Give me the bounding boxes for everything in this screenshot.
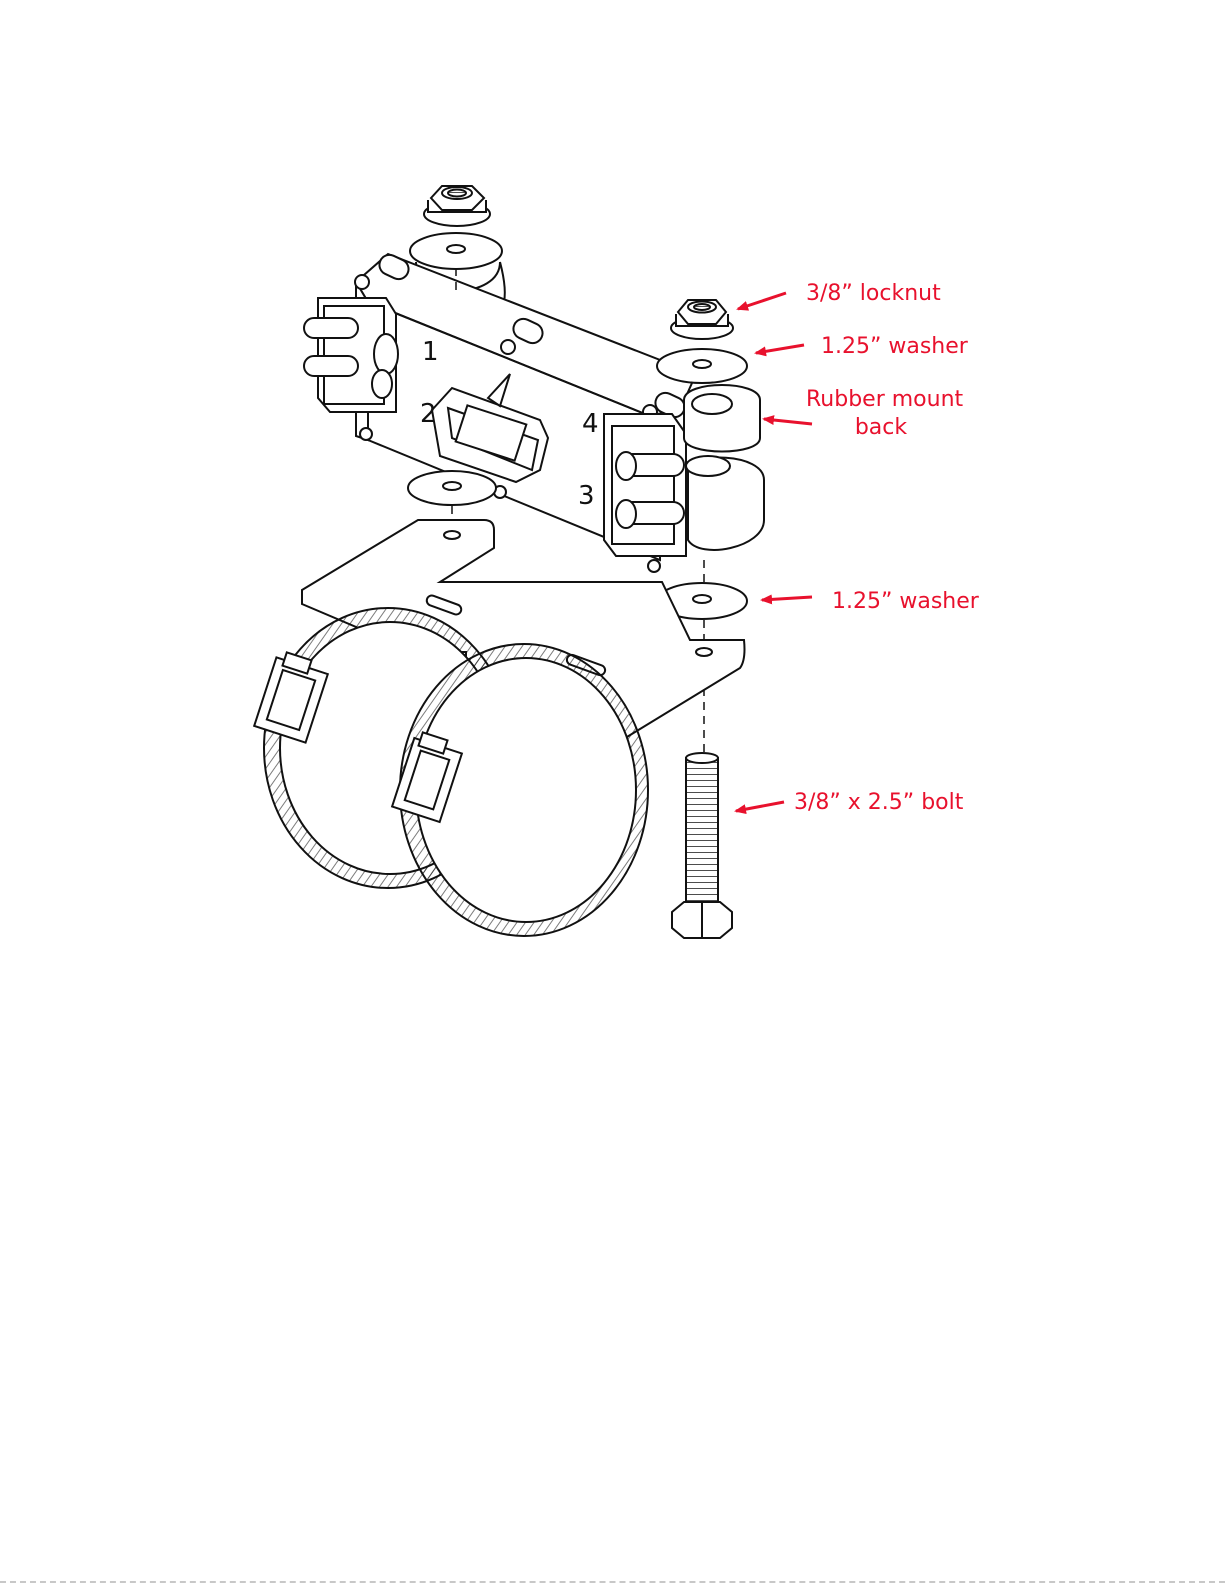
callout-rubber-mount-line1: Rubber mount xyxy=(806,386,956,414)
part-number-1: 1 xyxy=(422,337,439,367)
washer-mid-left xyxy=(408,471,496,505)
callout-bolt: 3/8” x 2.5” bolt xyxy=(794,789,963,817)
bolt xyxy=(672,753,732,938)
part-number-3: 3 xyxy=(578,481,595,511)
callout-arrows xyxy=(736,293,812,811)
rubber-mount-right xyxy=(684,385,764,550)
callout-washer-bottom: 1.25” washer xyxy=(832,588,979,616)
port-block-right xyxy=(604,414,686,556)
washer-top-right xyxy=(657,349,747,383)
arrow-washer-bottom xyxy=(762,597,812,600)
locknut-right xyxy=(671,300,733,339)
callout-locknut: 3/8” locknut xyxy=(806,280,941,308)
arrow-washer-top xyxy=(756,345,804,353)
arrow-rubber-mount xyxy=(764,419,812,424)
arrow-locknut xyxy=(738,293,786,309)
locknut-left xyxy=(424,186,490,226)
callout-washer-top: 1.25” washer xyxy=(821,333,968,361)
part-number-4: 4 xyxy=(582,409,599,439)
page-bottom-divider xyxy=(0,1581,1225,1583)
part-number-2: 2 xyxy=(420,399,437,429)
callout-rubber-mount-line2: back xyxy=(806,414,956,442)
arrow-bolt xyxy=(736,802,784,811)
callout-rubber-mount: Rubber mount back xyxy=(806,386,956,442)
port-block-left xyxy=(304,298,398,412)
